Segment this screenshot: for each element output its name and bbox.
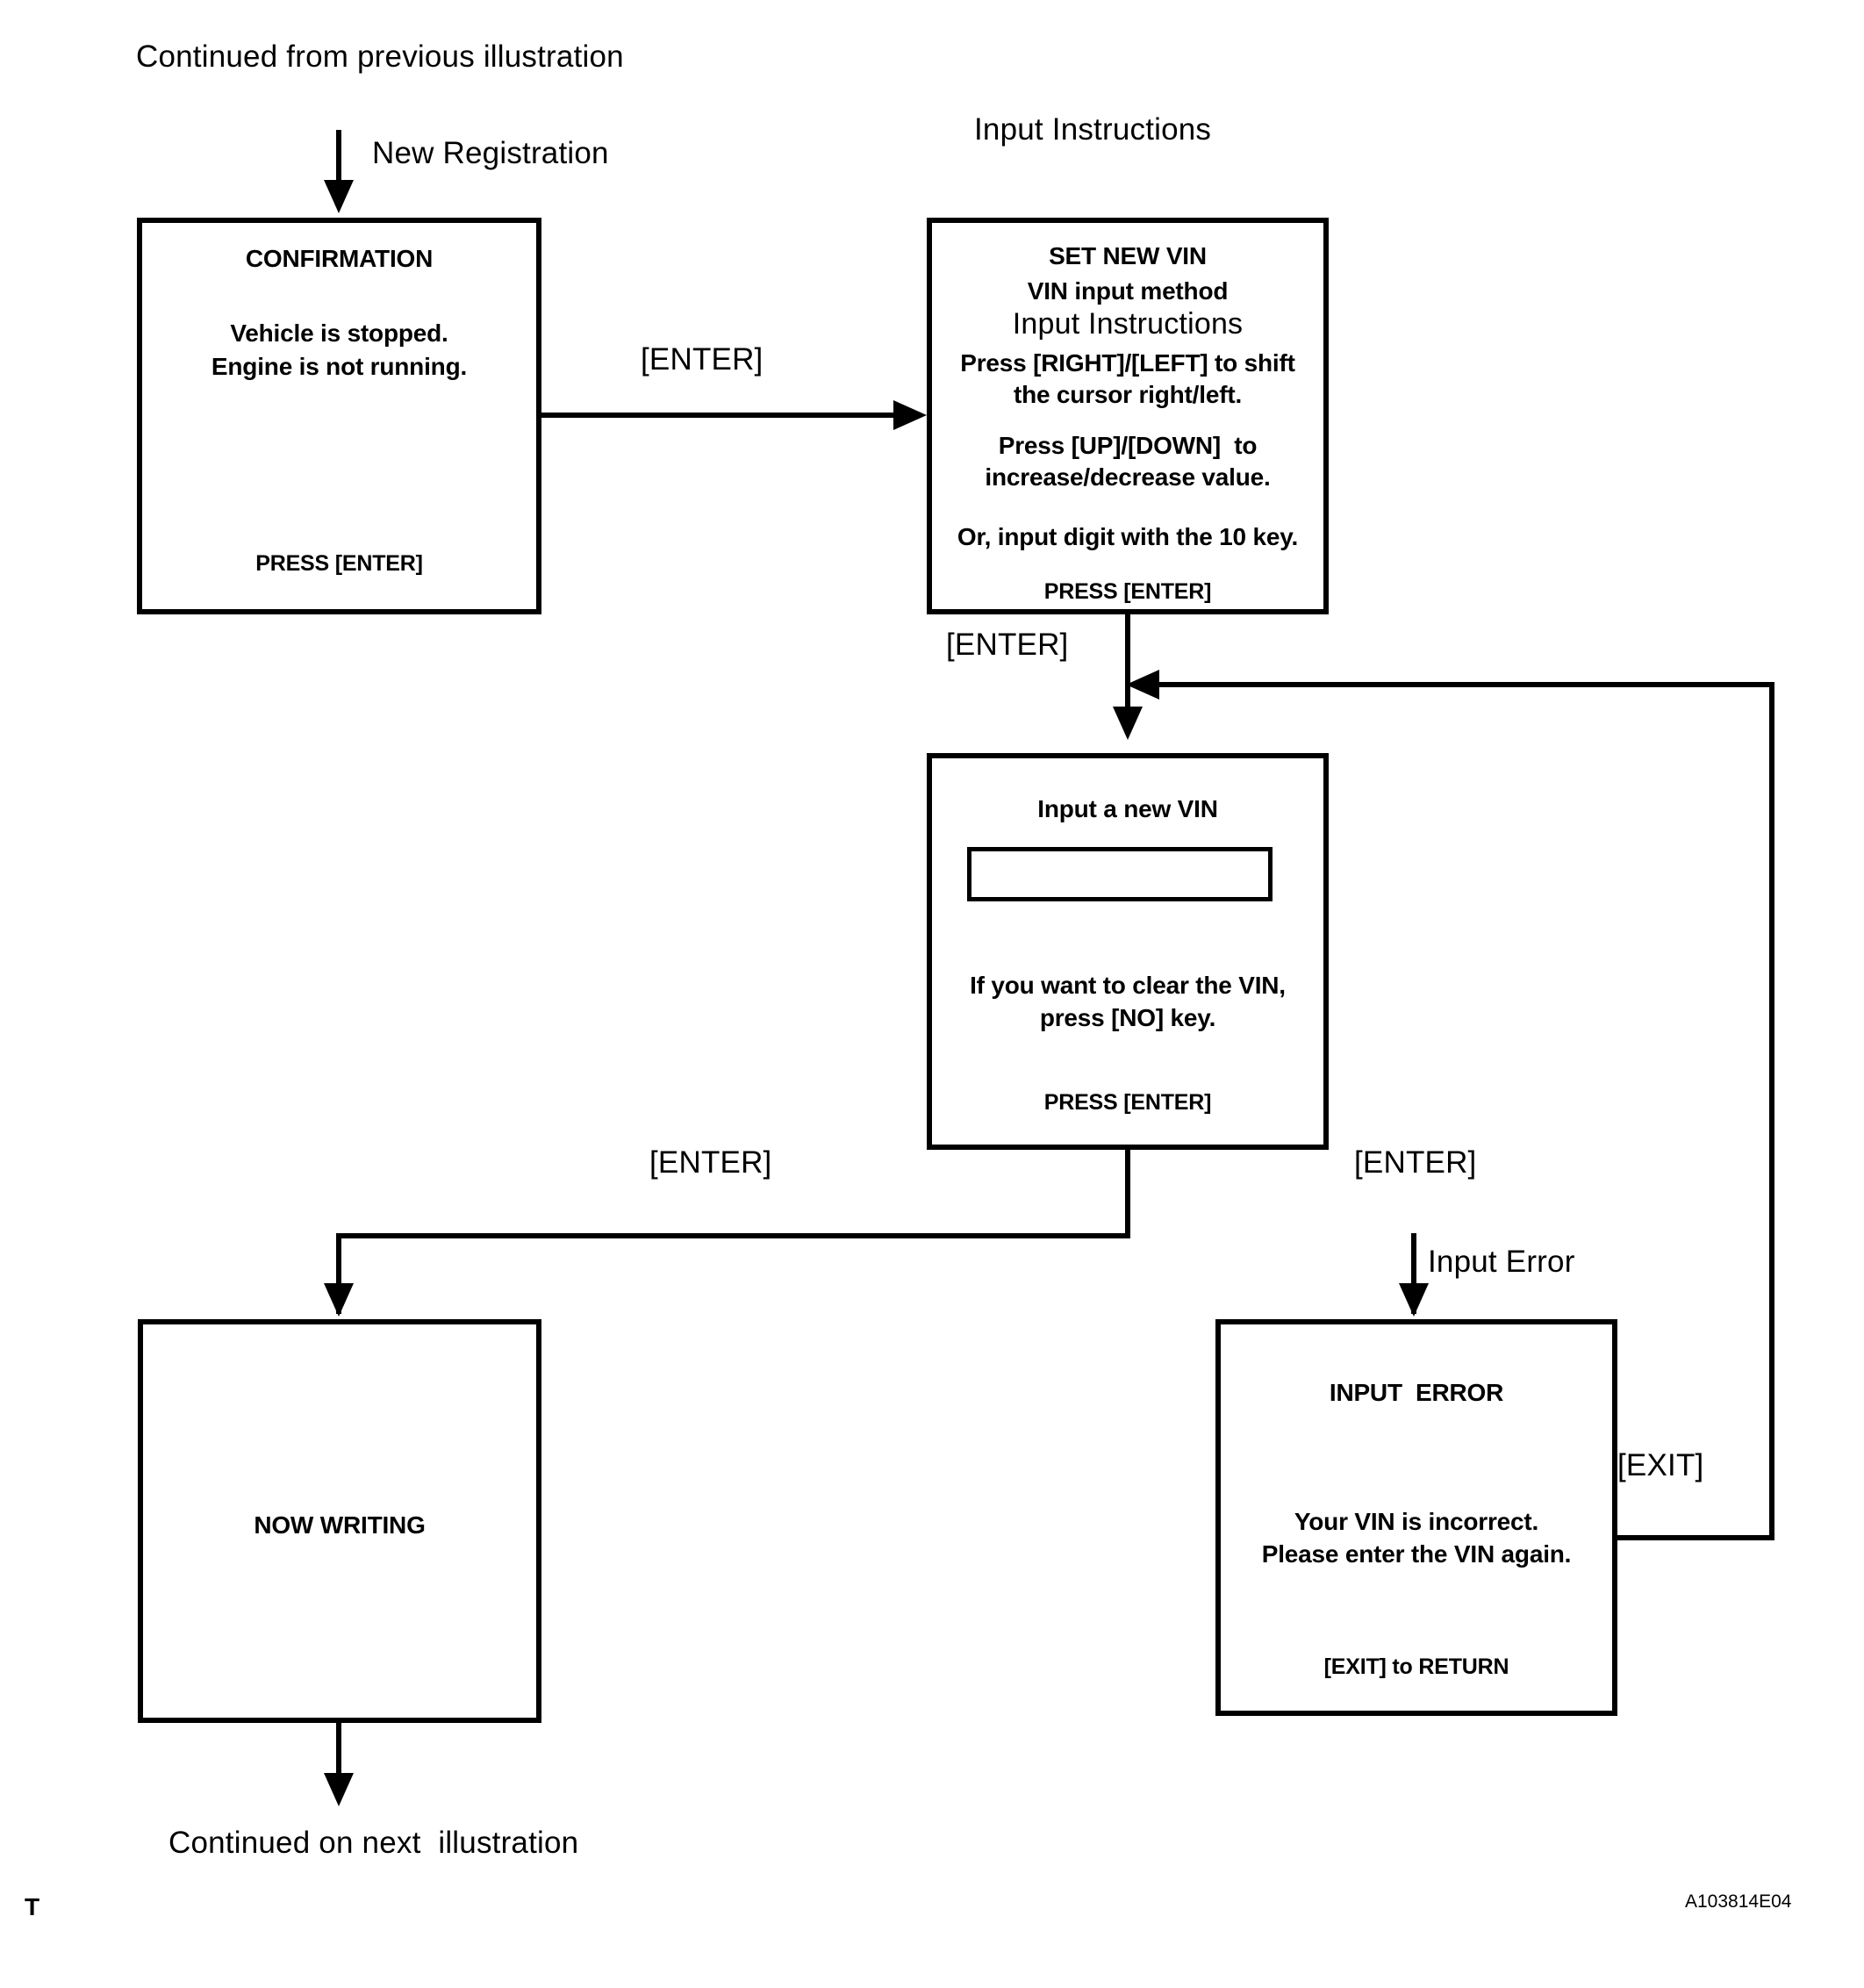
entry-arrow-head <box>324 180 354 213</box>
loop-return-arrow <box>1126 670 1159 700</box>
setvin-subtitle: VIN input method <box>1027 277 1229 305</box>
confirmation-body-line-1: Vehicle is stopped. <box>230 319 448 347</box>
screen-input-new-vin: Input a new VIN If you want to clear the… <box>927 753 1329 1150</box>
entry-arrow-stem <box>336 130 341 200</box>
branch-split-bar <box>336 1233 1130 1238</box>
setvin-title: SET NEW VIN <box>1049 242 1207 269</box>
input-new-vin-footer: PRESS [ENTER] <box>1043 1090 1212 1115</box>
branch-right-drop-line <box>1411 1233 1416 1314</box>
screen-now-writing: NOW WRITING <box>138 1319 541 1723</box>
edge-label-enter-confirmation-setvin: [ENTER] <box>641 342 764 377</box>
loop-return-vertical-line <box>1769 682 1774 1540</box>
edge-label-enter-to-now-writing: [ENTER] <box>649 1145 772 1180</box>
screen-confirmation: CONFIRMATION Vehicle is stopped. Engine … <box>137 218 541 614</box>
exit-return-connector-line <box>1617 1535 1774 1540</box>
edge-label-enter-setvin-input: [ENTER] <box>946 628 1069 662</box>
setvin-body-line-5: Or, input digit with the 10 key. <box>957 523 1299 550</box>
input-new-vin-body-line-1: If you want to clear the VIN, <box>970 972 1286 999</box>
edge-label-new-registration: New Registration <box>372 136 609 170</box>
branch-right-drop-arrow <box>1399 1283 1429 1317</box>
continued-on-next-label: Continued on next illustration <box>168 1826 579 1860</box>
input-error-footer: [EXIT] to RETURN <box>1323 1654 1509 1679</box>
branch-stem-line <box>1125 1150 1130 1238</box>
setvin-body-line-4: increase/decrease value. <box>985 463 1271 491</box>
section-heading-input-instructions: Input Instructions <box>974 112 1212 147</box>
loop-return-horizontal-line <box>1141 682 1774 687</box>
continued-from-previous-label: Continued from previous illustration <box>136 39 624 74</box>
exit-to-next-illustration-arrow <box>324 1773 354 1806</box>
now-writing-title: NOW WRITING <box>254 1511 426 1539</box>
confirmation-title: CONFIRMATION <box>245 245 434 272</box>
screen-input-error: INPUT ERROR Your VIN is incorrect. Pleas… <box>1215 1319 1617 1716</box>
edge-confirmation-to-setvin-arrow <box>893 400 927 430</box>
setvin-body-line-3: Press [UP]/[DOWN] to <box>998 432 1258 459</box>
corner-mark-t: T <box>25 1893 40 1920</box>
edge-label-exit: [EXIT] <box>1617 1448 1704 1482</box>
confirmation-footer: PRESS [ENTER] <box>255 551 423 576</box>
edge-label-input-error: Input Error <box>1428 1245 1575 1279</box>
edge-setvin-to-input-arrow <box>1113 707 1143 740</box>
input-new-vin-title: Input a new VIN <box>1037 795 1218 822</box>
branch-left-drop-arrow <box>324 1283 354 1317</box>
input-error-body-line-2: Please enter the VIN again. <box>1261 1540 1572 1568</box>
setvin-body-line-1: Press [RIGHT]/[LEFT] to shift <box>960 349 1295 377</box>
setvin-footer: PRESS [ENTER] <box>1043 579 1212 604</box>
branch-left-drop-line <box>336 1233 341 1314</box>
input-error-body-line-1: Your VIN is incorrect. <box>1294 1508 1539 1535</box>
screen-set-new-vin: SET NEW VIN VIN input method Input Instr… <box>927 218 1329 614</box>
input-new-vin-body-line-2: press [NO] key. <box>1039 1004 1216 1031</box>
confirmation-body-line-2: Engine is not running. <box>211 353 468 380</box>
vin-input-field[interactable] <box>967 847 1273 901</box>
figure-code-label: A103814E04 <box>1685 1891 1792 1912</box>
setvin-heading-input-instructions: Input Instructions <box>1012 307 1244 341</box>
exit-to-next-illustration-line <box>336 1723 341 1800</box>
edge-confirmation-to-setvin-line <box>541 413 906 418</box>
input-error-title: INPUT ERROR <box>1329 1379 1504 1406</box>
edge-label-enter-to-input-error: [ENTER] <box>1354 1145 1477 1180</box>
setvin-body-line-2: the cursor right/left. <box>1013 381 1243 408</box>
